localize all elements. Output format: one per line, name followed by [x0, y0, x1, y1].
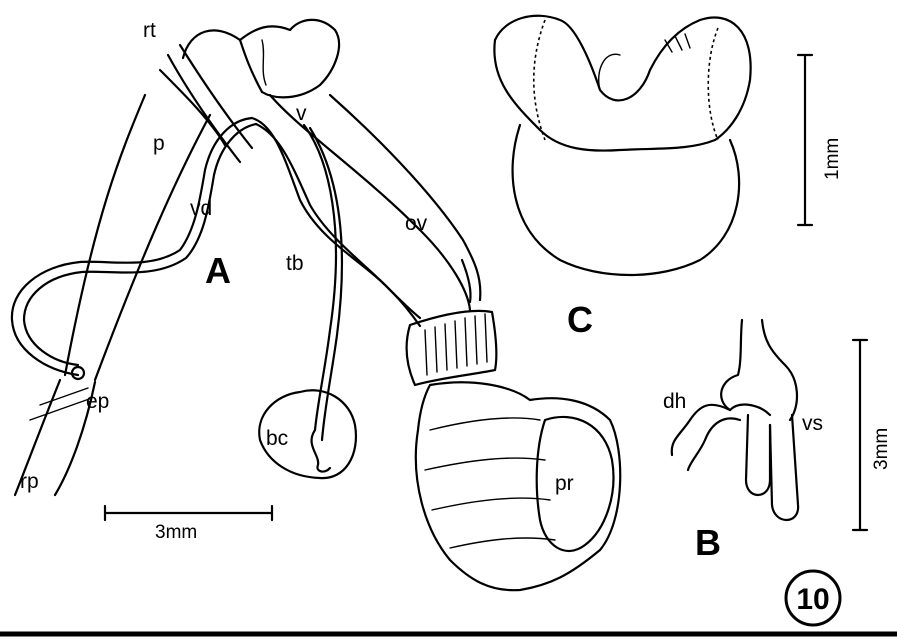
label-p: p [153, 132, 165, 155]
scale-bar-a [105, 506, 272, 520]
panel-b-drawing [672, 320, 798, 520]
label-rt: rt [143, 19, 156, 42]
panel-letter-b: B [695, 522, 721, 563]
label-ep: ep [86, 390, 109, 413]
panel-c-drawing [494, 16, 750, 275]
scale-bar-b [853, 340, 867, 530]
panel-letter-a: A [205, 250, 231, 291]
panel-letter-c: C [567, 299, 593, 340]
scale-label-a: 3mm [155, 522, 197, 543]
label-dh: dh [663, 390, 686, 413]
scale-label-c: 1mm [822, 138, 843, 180]
label-ov: ov [405, 212, 428, 235]
label-v: v [296, 102, 307, 125]
label-vs: vs [802, 412, 823, 435]
label-tb: tb [286, 252, 304, 275]
scale-bar-c [798, 55, 812, 225]
label-pr: pr [555, 472, 574, 495]
panel-a-drawing [12, 20, 620, 590]
label-rp: rp [20, 470, 39, 493]
scale-label-b: 3mm [871, 428, 892, 470]
label-bc: bc [266, 427, 288, 450]
label-vd: vd [190, 197, 212, 220]
figure-number: 10 [796, 583, 829, 616]
